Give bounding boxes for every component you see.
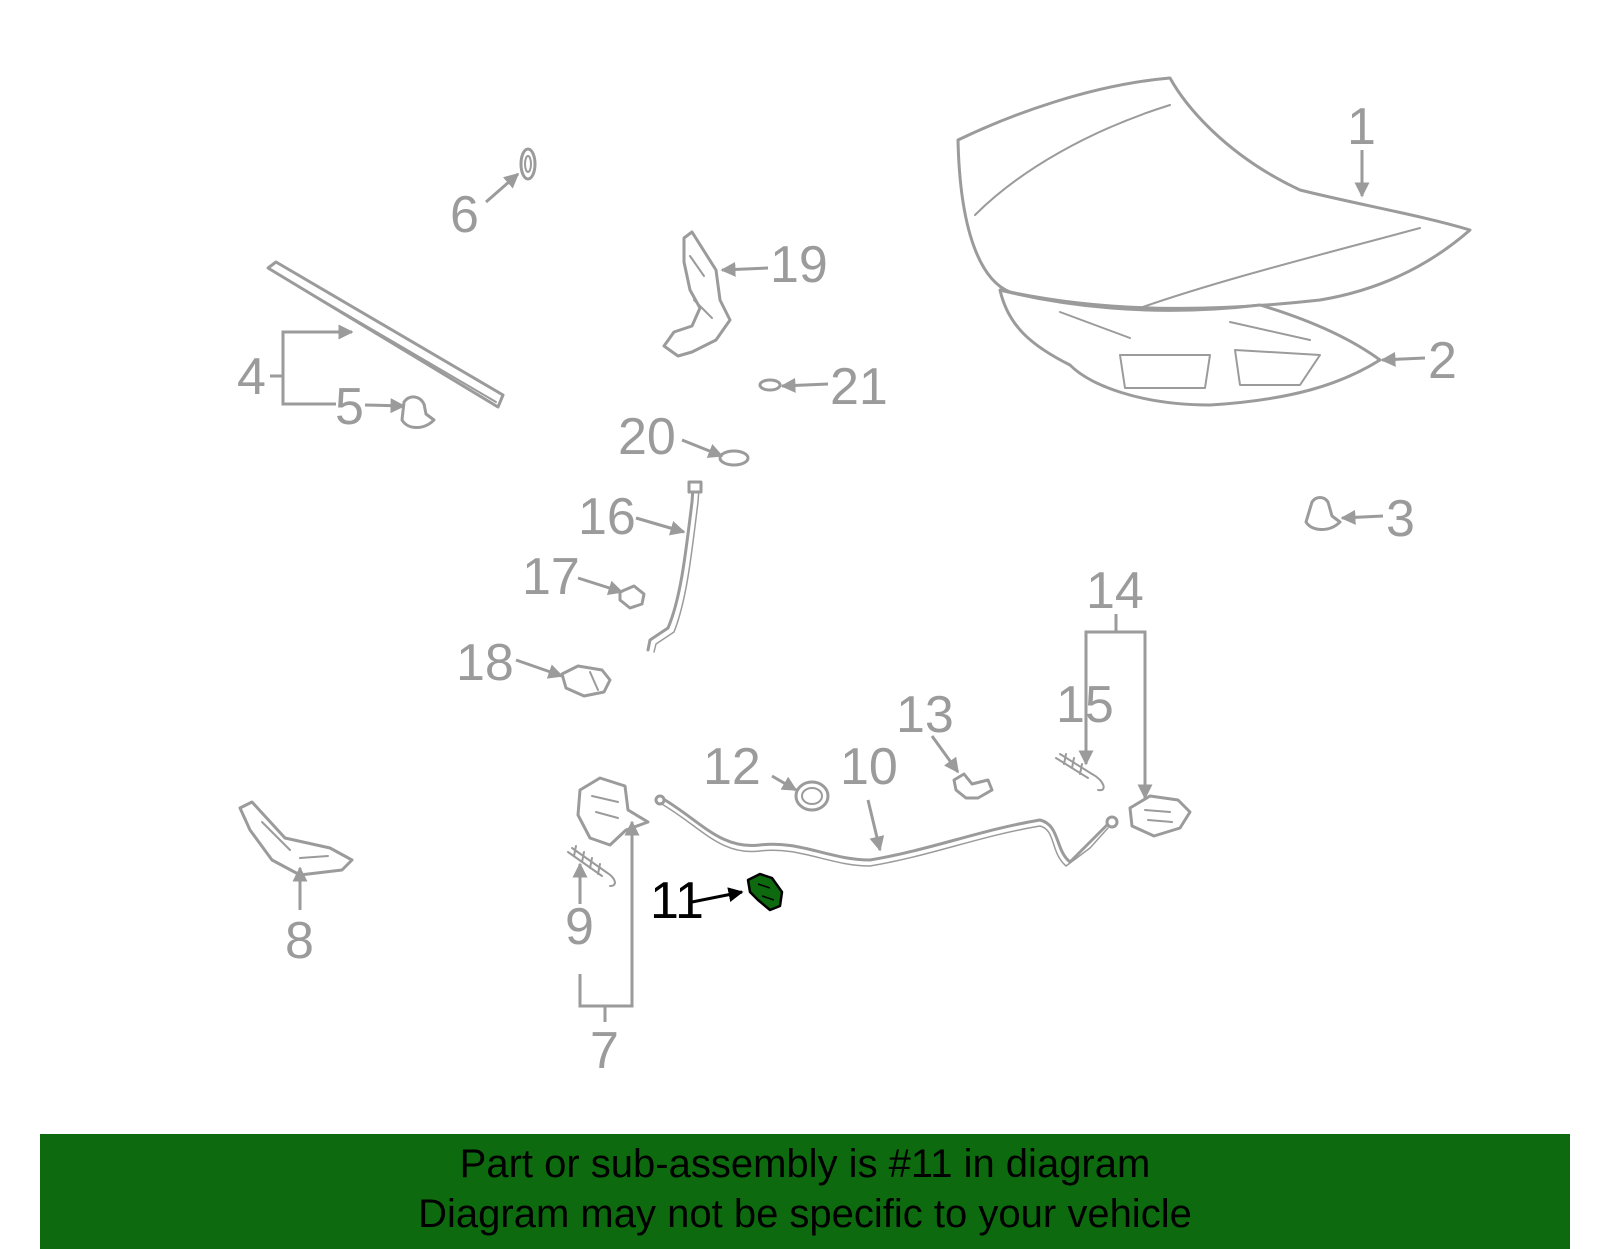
grommet-part-6[interactable] — [519, 147, 537, 181]
callout-17: 17 — [522, 548, 580, 606]
callout-3: 3 — [1386, 490, 1415, 548]
callout-8: 8 — [285, 912, 314, 970]
latch-spring[interactable] — [567, 845, 616, 887]
hood-hinge[interactable] — [662, 230, 732, 358]
callout-2: 2 — [1428, 332, 1457, 390]
callout-13: 13 — [896, 686, 954, 744]
callout-7: 7 — [590, 1022, 619, 1080]
callout-15: 15 — [1056, 676, 1114, 734]
clip-part-5[interactable] — [400, 395, 436, 429]
latch-bracket[interactable] — [238, 800, 354, 877]
callout-4: 4 — [237, 348, 266, 406]
callout-labels: 1 2 3 4 5 6 7 8 9 10 11 12 13 14 15 16 1… — [237, 98, 1457, 1080]
leader-lines — [270, 150, 1426, 1022]
callout-9: 9 — [565, 898, 594, 956]
hood-support-rod[interactable] — [646, 480, 703, 653]
hood-bumper[interactable] — [794, 780, 830, 812]
cable-clip[interactable] — [952, 772, 994, 800]
washer-part-20[interactable] — [718, 449, 750, 467]
hood-latch-assembly[interactable] — [576, 776, 650, 847]
hood-panel[interactable] — [956, 76, 1472, 310]
clip-part-21[interactable] — [758, 378, 782, 392]
info-banner: Part or sub-assembly is #11 in diagram D… — [40, 1134, 1570, 1249]
callout-12: 12 — [703, 738, 761, 796]
clip-part-3[interactable] — [1304, 496, 1342, 531]
callout-21: 21 — [830, 358, 888, 416]
callout-1: 1 — [1347, 98, 1376, 156]
banner-line-2: Diagram may not be specific to your vehi… — [418, 1192, 1192, 1236]
highlighted-part-11[interactable] — [746, 872, 784, 912]
callout-6: 6 — [450, 186, 479, 244]
lever-spring[interactable] — [1055, 753, 1105, 792]
callout-19: 19 — [770, 236, 828, 294]
callout-10: 10 — [840, 738, 898, 796]
callout-20: 20 — [618, 408, 676, 466]
banner-line-1: Part or sub-assembly is #11 in diagram — [459, 1142, 1151, 1186]
weatherstrip[interactable] — [266, 260, 505, 409]
hood-inner-panel[interactable] — [998, 288, 1382, 407]
callout-16: 16 — [578, 488, 636, 546]
callout-14: 14 — [1086, 562, 1144, 620]
rod-holder[interactable] — [560, 664, 612, 698]
callout-11: 11 — [650, 872, 704, 930]
release-cable[interactable] — [654, 794, 1119, 867]
rod-grommet[interactable] — [618, 584, 646, 610]
callout-5: 5 — [335, 378, 364, 436]
release-lever-assembly[interactable] — [1128, 794, 1192, 838]
callout-18: 18 — [456, 634, 514, 692]
